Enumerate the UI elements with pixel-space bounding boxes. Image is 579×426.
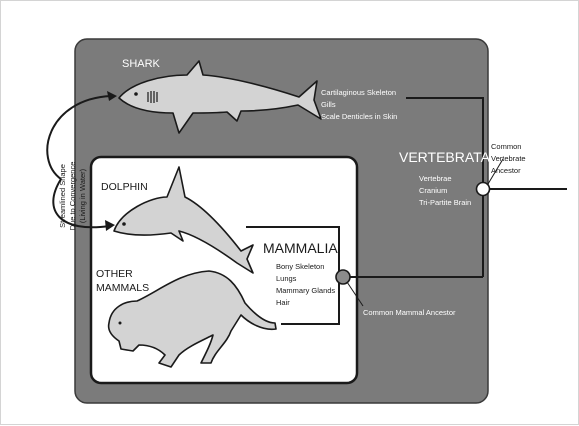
mammalia-label: MAMMALIA	[263, 240, 338, 256]
shark-trait: Scale Denticles in Skin	[321, 112, 397, 121]
mammal-ancestor-node	[336, 270, 350, 284]
vertebrata-trait: Tri-Partite Brain	[419, 198, 471, 207]
mammalia-trait: Bony Skeleton	[276, 262, 324, 271]
shark-trait: Cartilaginous Skeleton	[321, 88, 396, 97]
common-mammal-ancestor-label: Common Mammal Ancestor	[363, 308, 456, 317]
vertebrata-trait: Cranium	[419, 186, 447, 195]
svg-text:Ancestor: Ancestor	[491, 166, 521, 175]
other-mammals-label: OTHER	[96, 268, 133, 280]
vertebrate-ancestor-node	[477, 183, 490, 196]
shark-trait: Gills	[321, 100, 336, 109]
vertebrata-trait: Vertebrae	[419, 174, 452, 183]
mammalia-trait: Hair	[276, 298, 290, 307]
other-mammals-label: MAMMALS	[96, 282, 149, 294]
svg-text:Common: Common	[491, 142, 521, 151]
mammalia-trait: Mammary Glands	[276, 286, 335, 295]
svg-text:Vertebrate: Vertebrate	[491, 154, 526, 163]
shark-label: SHARK	[122, 58, 161, 70]
convergence-note: Streamlined Shape Due to Convergence (Li…	[58, 162, 87, 231]
dolphin-label: DOLPHIN	[101, 181, 148, 193]
vertebrata-label: VERTEBRATA	[399, 149, 491, 165]
svg-text:Streamlined Shape: Streamlined Shape	[58, 164, 67, 228]
svg-text:(Living in Water): (Living in Water)	[78, 168, 87, 223]
svg-text:Due to Convergence: Due to Convergence	[68, 162, 77, 231]
mammalia-trait: Lungs	[276, 274, 297, 283]
common-vertebrate-ancestor-label: Common Vertebrate Ancestor	[491, 142, 526, 175]
